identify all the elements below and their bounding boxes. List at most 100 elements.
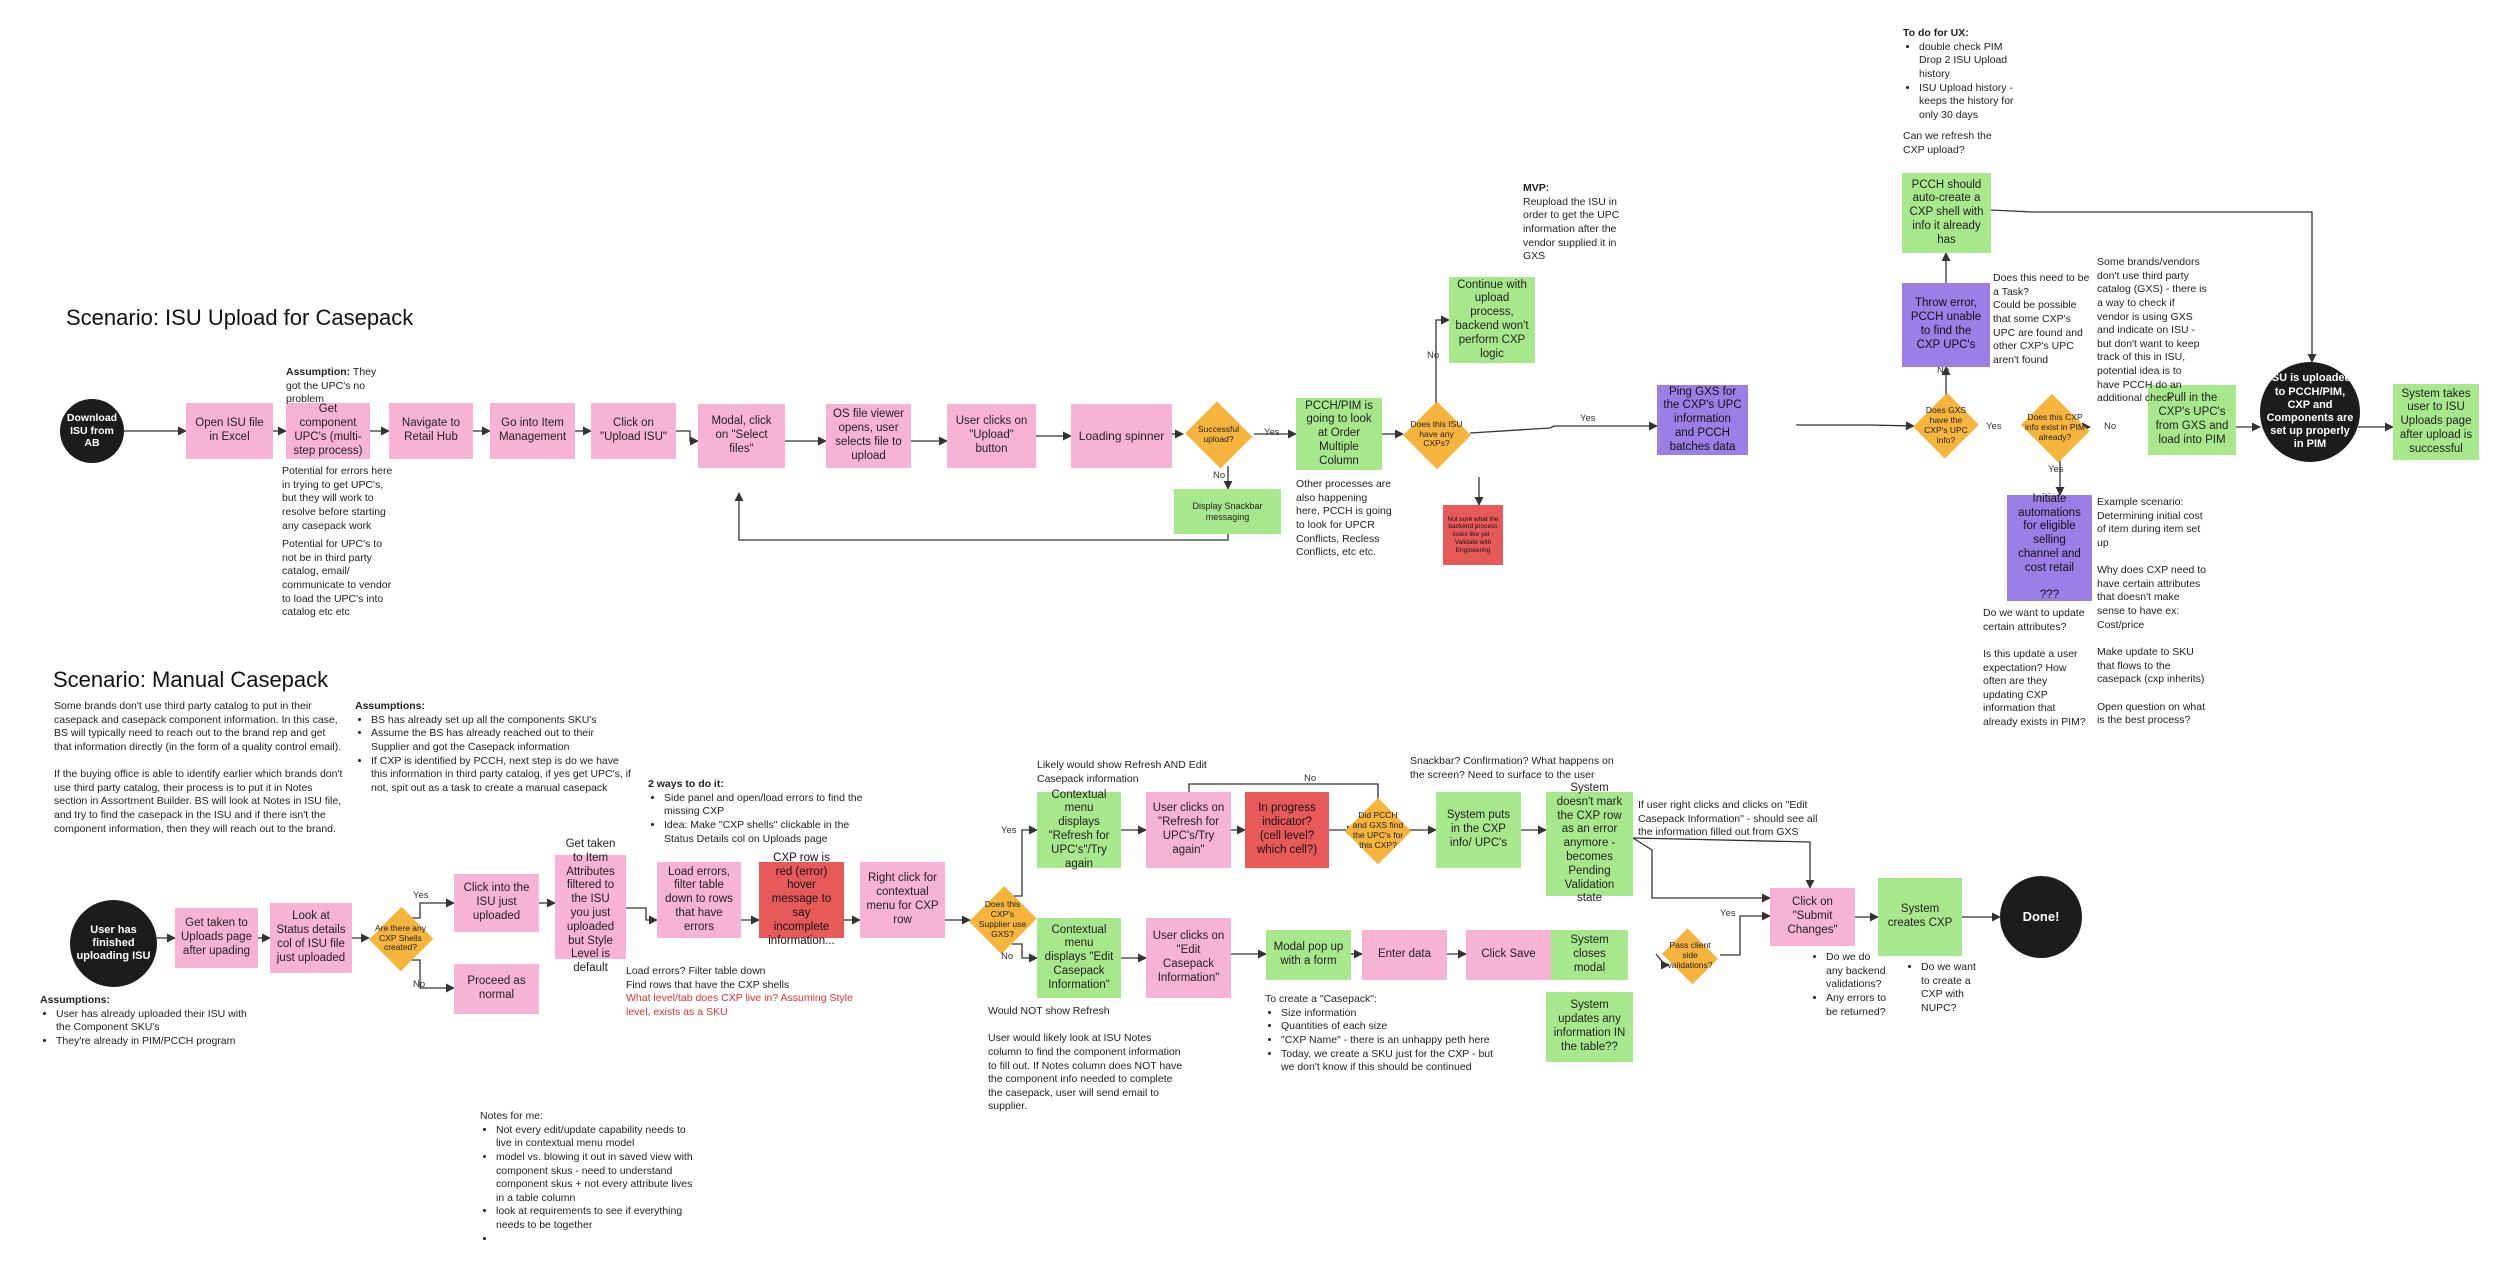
node-snackbar[interactable]: Display Snackbar messaging — [1174, 489, 1281, 534]
node-right-click[interactable]: Right click for contextual menu for CXP … — [860, 862, 945, 938]
decision-info-exist-pim: Does this CXP info exist in PIM already? — [2018, 397, 2092, 459]
node-not-sure-backend[interactable]: Not sure what the backend process looks … — [1443, 505, 1503, 565]
note-to-create-item: Today, we create a SKU just for the CXP … — [1281, 1048, 1505, 1075]
note-would-not-show: Would NOT show Refresh User would likely… — [988, 1005, 1183, 1113]
node-submit-changes[interactable]: Click on "Submit Changes" — [1770, 888, 1855, 946]
node-pcch-pim[interactable]: PCCH/PIM is going to look at Order Multi… — [1296, 398, 1382, 470]
decision-any-shells-label: Are there any CXP Shells created? — [374, 922, 426, 953]
node-load-errors[interactable]: Load errors, filter table down to rows t… — [657, 862, 741, 938]
node-click-upload-isu[interactable]: Click on "Upload ISU" — [591, 403, 676, 459]
node-enter-data[interactable]: Enter data — [1362, 930, 1447, 980]
note-to-create-item: Size information — [1281, 1007, 1505, 1021]
node-loading-spinner[interactable]: Loading spinner — [1071, 404, 1172, 468]
note-likely-show: Likely would show Refresh AND Edit Casep… — [1037, 759, 1207, 785]
note-ux-todo-heading: To do for UX: — [1903, 27, 1969, 39]
node-download-isu[interactable]: Download ISU from AB — [60, 399, 124, 463]
note-style-level-red: What level/tab does CXP live in? Assumin… — [626, 992, 853, 1018]
edge-label-yes: Yes — [1001, 825, 1017, 836]
edge-label-yes: Yes — [1720, 908, 1736, 919]
note-two-ways: 2 ways to do it: Side panel and open/loa… — [648, 778, 878, 846]
note-refresh-question: Can we refresh the CXP upload? — [1903, 130, 1992, 156]
node-initiate-automations[interactable]: Initiate automations for eligible sellin… — [2007, 493, 2092, 601]
node-get-upcs[interactable]: Get component UPC's (multi-step process) — [286, 403, 370, 459]
note-ux-item: ISU Upload history - keeps the history f… — [1919, 82, 2015, 123]
node-click-upload-button[interactable]: User clicks on "Upload" button — [947, 404, 1036, 468]
edge-label-no: No — [1001, 951, 1014, 962]
note-assumption: Assumption: They got the UPC's no proble… — [286, 366, 381, 407]
note-nupc-item: Do we want to create a CXP with NUPC? — [1921, 961, 1985, 1016]
edge-label-no: No — [413, 979, 426, 990]
note-backend-validations: Do we do any backend validations? Any er… — [1810, 951, 1890, 1019]
node-user-finished[interactable]: User has finished uploading ISU — [70, 900, 157, 987]
note-bottom-assumptions-heading: Assumptions: — [40, 994, 111, 1006]
note-assumptions: Assumptions: BS has already set up all t… — [355, 700, 635, 795]
decision-successful-upload-label: Successful upload? — [1197, 423, 1240, 444]
node-cxp-row-red[interactable]: CXP row is red (error) hover message to … — [759, 852, 844, 947]
note-mvp: MVP:Reupload the ISU in order to get the… — [1523, 182, 1623, 264]
note-potential-errors: Potential for errors here in trying to g… — [282, 465, 393, 532]
node-modal-select-files[interactable]: Modal, click on "Select files" — [698, 404, 785, 468]
node-closes-modal[interactable]: System closes modal — [1551, 930, 1628, 980]
node-puts-in-cxp[interactable]: System puts in the CXP info/ UPC's — [1436, 792, 1521, 868]
node-updates-info[interactable]: System updates any information IN the ta… — [1546, 992, 1633, 1062]
node-not-mark-error[interactable]: System doesn't mark the CXP row as an er… — [1546, 782, 1633, 904]
node-clicks-edit[interactable]: User clicks on "Edit Casepack Informatio… — [1146, 918, 1231, 998]
note-assumption-item: If CXP is identified by PCCH, next step … — [371, 755, 635, 796]
decision-pass-validation-label: Pass client side validations? — [1667, 940, 1713, 970]
edge-label-yes: Yes — [2048, 464, 2064, 475]
node-pull-upcs[interactable]: Pull in the CXP's UPC's from GXS and loa… — [2148, 385, 2236, 455]
node-proceed-normal[interactable]: Proceed as normal — [454, 964, 539, 1014]
node-item-attributes[interactable]: Get taken to Item Attributes filtered to… — [555, 838, 626, 974]
node-in-progress[interactable]: In progress indicator? (cell level? whic… — [1245, 792, 1329, 868]
decision-info-exist-pim-label: Does this CXP info exist in PIM already? — [2024, 412, 2085, 442]
note-two-ways-item: Side panel and open/load errors to find … — [664, 792, 878, 819]
note-two-ways-item: Idea: Make "CXP shells" clickable in the… — [664, 819, 878, 846]
edge-label-yes: Yes — [413, 890, 429, 901]
note-task-question: Does this need to be a Task? Could be po… — [1993, 272, 2090, 366]
note-assumption-item: BS has already set up all the components… — [371, 714, 635, 728]
note-mvp-heading: MVP: — [1523, 182, 1550, 194]
note-assumption-text: They got the UPC's no problem — [286, 366, 377, 406]
decision-successful-upload: Successful upload? — [1183, 403, 1254, 466]
note-mvp-text: Reupload the ISU in order to get the UPC… — [1523, 195, 1620, 263]
edge-label-no: No — [2104, 421, 2117, 432]
edge-label-no: No — [1304, 773, 1317, 784]
node-isu-uploaded[interactable]: ISU is uploaded to PCCH/PIM, CXP and Com… — [2260, 362, 2360, 462]
note-update-attributes: Do we want to update certain attributes?… — [1983, 607, 2086, 729]
node-ctx-refresh[interactable]: Contextual menu displays "Refresh for UP… — [1037, 789, 1121, 870]
node-throw-error[interactable]: Throw error, PCCH unable to find the CXP… — [1902, 283, 1990, 367]
note-potential-catalog: Potential for UPC's to not be in third p… — [282, 538, 392, 619]
node-auto-create-shell[interactable]: PCCH should auto-create a CXP shell with… — [1902, 173, 1991, 253]
note-notes-for-me-heading: Notes for me: — [480, 1110, 544, 1122]
node-creates-cxp[interactable]: System creates CXP — [1878, 878, 1962, 956]
note-example-scenario: Example scenario: Determining initial co… — [2097, 496, 2206, 727]
decision-did-pcch-find: Did PCCH and GXS find the UPC's for this… — [1345, 798, 1411, 864]
note-bottom-assumption-item: User has already uploaded their ISU with… — [56, 1008, 260, 1035]
decision-did-pcch-find-label: Did PCCH and GXS find the UPC's for this… — [1352, 810, 1404, 850]
decision-have-cxps: Does this ISU have any CXPs? — [1403, 401, 1470, 468]
node-status-details[interactable]: Look at Status details col of ISU file j… — [270, 903, 352, 973]
node-click-into-isu[interactable]: Click into the ISU just uploaded — [454, 874, 539, 932]
note-notes-for-me-item: Not every edit/update capability needs t… — [496, 1124, 695, 1151]
node-continue-upload[interactable]: Continue with upload process, backend wo… — [1449, 277, 1535, 363]
decision-gxs-have-upc-label: Does GXS have the CXP's UPC info? — [1924, 405, 1968, 445]
decision-gxs-have-upc: Does GXS have the CXP's UPC info? — [1914, 392, 1978, 460]
note-two-ways-heading: 2 ways to do it: — [648, 778, 724, 790]
node-click-save[interactable]: Click Save — [1466, 930, 1551, 980]
node-modal-form[interactable]: Modal pop up with a form — [1266, 930, 1351, 980]
note-ux-todo: To do for UX: double check PIM Drop 2 IS… — [1903, 27, 2015, 122]
note-backend-item: Do we do any backend validations? — [1826, 951, 1890, 992]
node-retail-hub[interactable]: Navigate to Retail Hub — [389, 403, 473, 459]
node-done[interactable]: Done! — [2000, 876, 2082, 958]
node-open-isu[interactable]: Open ISU file in Excel — [186, 403, 273, 459]
node-os-file-viewer[interactable]: OS file viewer opens, user selects file … — [826, 404, 911, 468]
node-system-takes-user[interactable]: System takes user to ISU Uploads page af… — [2393, 384, 2479, 460]
node-clicks-refresh[interactable]: User clicks on "Refresh for UPC's/Try ag… — [1146, 792, 1231, 868]
node-uploads-page[interactable]: Get taken to Uploads page after upading — [175, 908, 258, 968]
note-snackbar-question: Snackbar? Confirmation? What happens on … — [1410, 755, 1614, 781]
scenario2-title: Scenario: Manual Casepack — [53, 667, 329, 692]
node-ping-gxs[interactable]: Ping GXS for the CXP's UPC information a… — [1657, 385, 1748, 455]
node-item-management[interactable]: Go into Item Management — [490, 403, 575, 459]
node-ctx-edit[interactable]: Contextual menu displays "Edit Casepack … — [1037, 918, 1121, 998]
